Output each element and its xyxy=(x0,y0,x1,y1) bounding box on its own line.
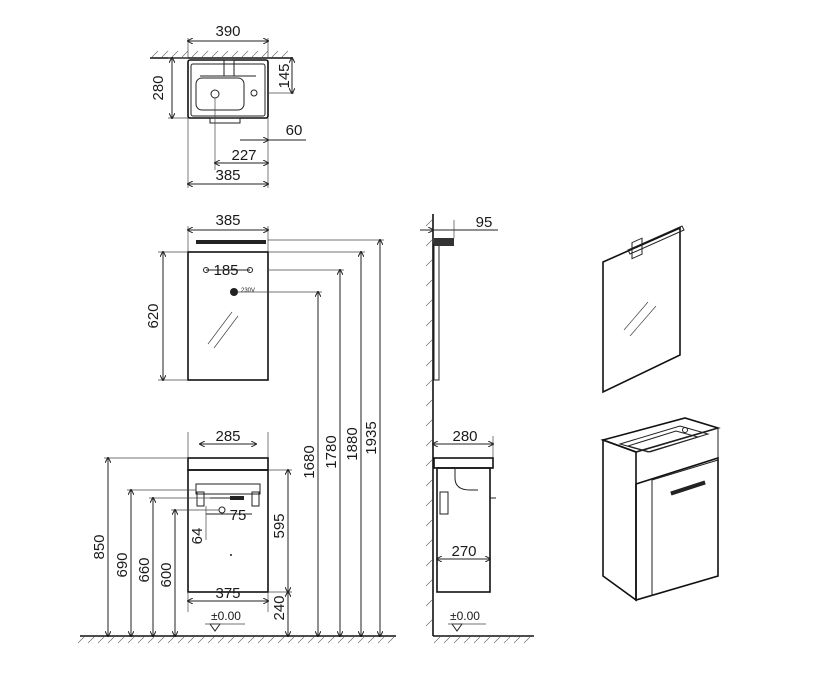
dim-385-mirror: 385 xyxy=(215,212,240,229)
dim-95: 95 xyxy=(476,214,493,231)
dim-385-top: 385 xyxy=(215,167,240,184)
dim-75: 75 xyxy=(230,507,247,524)
dim-280-side: 280 xyxy=(452,428,477,445)
dim-390: 390 xyxy=(215,23,240,40)
dim-1780: 1780 xyxy=(323,435,340,468)
dim-240: 240 xyxy=(271,595,288,620)
dim-1680: 1680 xyxy=(301,445,318,478)
dim-600: 600 xyxy=(158,562,175,587)
dim-595: 595 xyxy=(271,513,288,538)
dim-1935: 1935 xyxy=(363,421,380,454)
electrical-icon xyxy=(230,288,238,296)
dim-620: 620 xyxy=(145,303,162,328)
dim-60: 60 xyxy=(286,122,303,139)
floor-label-front: ±0.00 xyxy=(211,609,241,623)
top-view: 390 280 145 60 227 385 xyxy=(150,23,306,188)
perspective-view xyxy=(600,225,721,602)
dim-690: 690 xyxy=(114,552,131,577)
dim-285: 285 xyxy=(215,428,240,445)
dim-280-depth: 280 xyxy=(150,75,167,100)
side-view: 95 280 270 ±0.00 xyxy=(420,214,534,644)
dim-64: 64 xyxy=(189,528,206,545)
dim-1880: 1880 xyxy=(344,427,361,460)
dim-375: 375 xyxy=(215,585,240,602)
floor-label-side: ±0.00 xyxy=(450,609,480,623)
dim-227: 227 xyxy=(231,147,256,164)
dim-850: 850 xyxy=(91,534,108,559)
dim-145: 145 xyxy=(276,63,293,88)
socket-label: 230V xyxy=(241,288,255,294)
dim-660: 660 xyxy=(136,557,153,582)
front-view: 385 185 230V 620 285 75 64 xyxy=(77,212,396,644)
dim-185: 185 xyxy=(213,262,238,279)
dim-270: 270 xyxy=(451,543,476,560)
